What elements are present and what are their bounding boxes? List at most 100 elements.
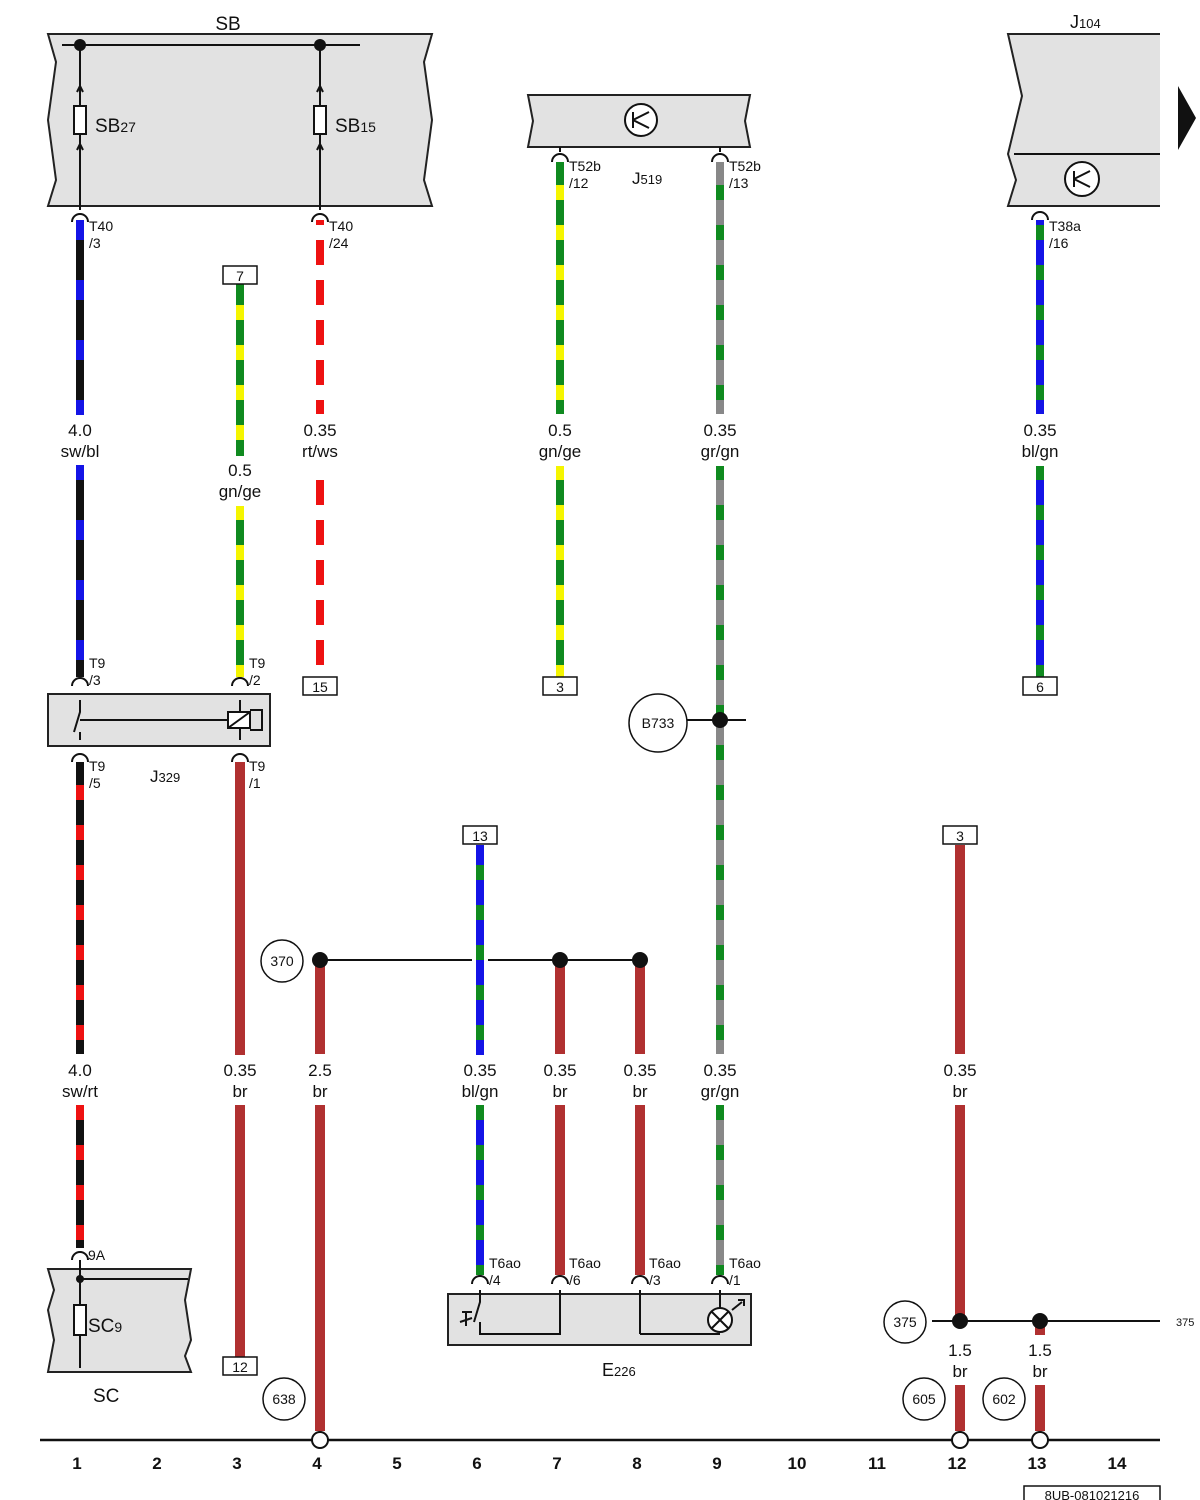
wire-12-upper	[955, 845, 965, 1054]
column-number: 12	[948, 1454, 967, 1473]
connector-cup-icon	[551, 153, 569, 163]
connector-t9-5: T9/5	[89, 758, 106, 791]
column-number: 5	[392, 1454, 401, 1473]
ref-box-6: 6	[1022, 676, 1058, 696]
connector-t38a-16: T38a/16	[1049, 218, 1081, 251]
wire-13-top-lower	[1036, 466, 1044, 677]
svg-text:6: 6	[1036, 679, 1044, 695]
ref-box-7: 7	[222, 265, 258, 285]
fuse-box-sb: SB SB27 SB15	[46, 14, 434, 210]
edge-ref-375: 375	[1176, 1317, 1194, 1329]
module-j104: J104	[1006, 12, 1196, 207]
wire-7-upper	[555, 962, 565, 1054]
circle-refs: B733 370 638 375 605 602	[260, 693, 1026, 1421]
wire-3-mid	[236, 506, 244, 677]
svg-text:638: 638	[272, 1391, 296, 1407]
connector-cup-icon	[711, 153, 729, 163]
connector-cup-icon	[631, 1275, 649, 1285]
connector-t6ao-3: T6ao/3	[649, 1255, 681, 1288]
wire-6-lower	[476, 1105, 484, 1275]
svg-text:375: 375	[893, 1314, 917, 1330]
ground-ref-602: 602	[982, 1377, 1026, 1421]
j104-label: J104	[1070, 12, 1101, 32]
sb15-arrow-icon	[316, 83, 324, 151]
doc-code: 8UB-081021216	[1045, 1488, 1140, 1500]
connector-t9-3: T9/3	[89, 655, 106, 688]
svg-text:602: 602	[992, 1391, 1016, 1407]
fuse-sc9-icon	[73, 1304, 87, 1336]
wire-7-top	[556, 162, 564, 414]
column-number: 4	[312, 1454, 322, 1473]
svg-text:3: 3	[956, 828, 964, 844]
ref-box-3-right: 3	[942, 825, 978, 845]
column-number: 7	[552, 1454, 561, 1473]
wire-9-lower	[716, 1105, 724, 1275]
continue-arrow-icon	[1178, 86, 1196, 150]
wire-3-upper	[236, 284, 244, 456]
e226-label: E226	[602, 1360, 636, 1380]
connector-cup-icon	[551, 1275, 569, 1285]
column-number: 3	[232, 1454, 241, 1473]
ground-point	[311, 1431, 329, 1449]
connector-cup-icon	[71, 677, 89, 687]
ref-box-3-top: 3	[542, 676, 578, 696]
junction-dots	[311, 712, 1049, 1449]
wire-3-lower	[235, 762, 245, 1055]
ground-ref-370: 370	[260, 939, 304, 983]
connector-cup-icon	[311, 213, 329, 223]
wire-4-lower	[315, 962, 325, 1054]
svg-text:3: 3	[556, 679, 564, 695]
wire-12-ground	[955, 1385, 965, 1431]
wire-4-upper	[316, 220, 324, 414]
fuse-sb27-icon	[73, 105, 87, 135]
column-number: 10	[788, 1454, 807, 1473]
wire-1-bottom	[76, 1105, 84, 1248]
wire-4-mid	[316, 466, 324, 677]
relay-switch-icon	[73, 700, 81, 740]
wire-3-bottom	[235, 1105, 245, 1357]
connector-t6ao-1: T6ao/1	[729, 1255, 761, 1288]
column-number: 14	[1108, 1454, 1127, 1473]
column-number: 1	[72, 1454, 81, 1473]
ref-boxes: 7 15 3 6 13 3 12	[222, 265, 1058, 1376]
column-number: 9	[712, 1454, 721, 1473]
wire-4-bottom	[315, 1105, 325, 1431]
column-number: 13	[1028, 1454, 1047, 1473]
ref-box-13: 13	[462, 825, 498, 845]
j519-label: J519	[632, 169, 662, 188]
j329-label: J329	[150, 767, 180, 786]
svg-text:B733: B733	[642, 715, 675, 731]
wire-13-top	[1036, 220, 1044, 414]
column-number: 11	[868, 1454, 886, 1473]
connector-cup-icon	[71, 753, 89, 763]
connector-cup-icon	[1031, 211, 1049, 221]
connector-t9-1: T9/1	[249, 758, 266, 791]
ground-point	[1031, 1431, 1049, 1449]
ground-ref-638: 638	[262, 1377, 306, 1421]
column-number: 2	[152, 1454, 161, 1473]
connector-cup-icon	[71, 1251, 89, 1261]
transistor-icon	[624, 103, 658, 137]
wire-8-upper	[635, 962, 645, 1054]
doc-code-box	[1023, 1485, 1161, 1500]
wire-13-ground	[1035, 1385, 1045, 1431]
connector-cup-icon	[71, 213, 89, 223]
connector-cup-icon	[231, 677, 249, 687]
fuse-sb15-icon	[313, 105, 327, 135]
connector-t6ao-6: T6ao/6	[569, 1255, 601, 1288]
connector-t52b-12: T52b/12	[569, 158, 601, 191]
ref-box-15: 15	[302, 676, 338, 696]
fuse-box-sc: SC9 SC	[46, 1260, 193, 1407]
connector-t9-2: T9/2	[249, 655, 266, 688]
junction-dot	[632, 952, 648, 968]
